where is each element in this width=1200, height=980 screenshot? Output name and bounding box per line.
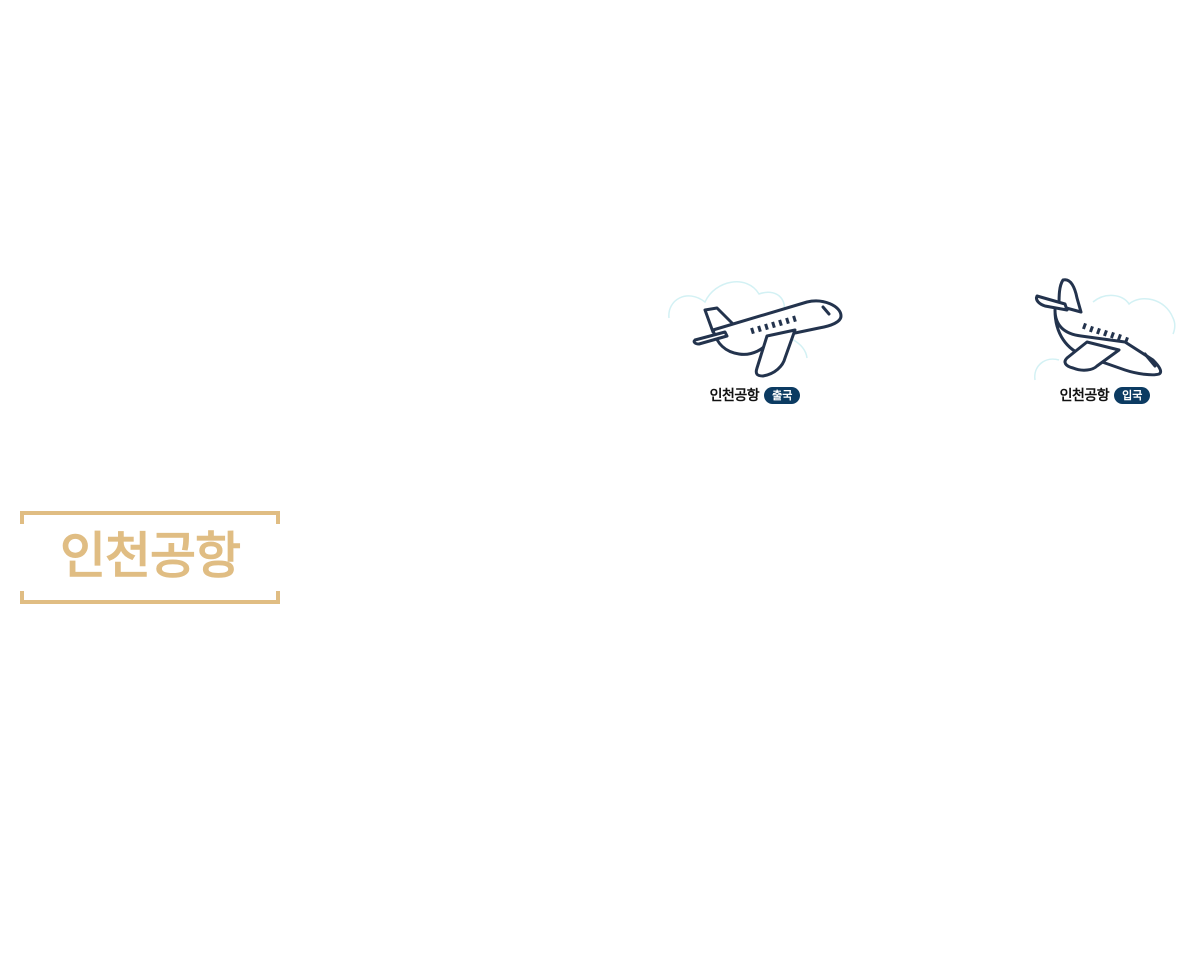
title-bracket-frame bbox=[20, 511, 280, 604]
departure-card[interactable]: 인천공항 출국 bbox=[655, 276, 855, 426]
airplane-takeoff-icon bbox=[668, 281, 843, 378]
departure-badge: 출국 bbox=[764, 386, 801, 404]
airplane-landing-icon bbox=[1034, 278, 1176, 381]
page-title: 인천공항 bbox=[60, 527, 241, 585]
card-caption: 인천공항 출국 bbox=[655, 384, 855, 406]
arrival-card[interactable]: 인천공항 입국 bbox=[1005, 276, 1200, 426]
airport-title-box: 인천공항 bbox=[20, 511, 280, 604]
card-label: 인천공항 bbox=[709, 388, 760, 404]
arrival-badge: 입국 bbox=[1114, 386, 1151, 404]
card-caption: 인천공항 입국 bbox=[1005, 384, 1200, 406]
card-label: 인천공항 bbox=[1059, 388, 1110, 404]
cloud-icon bbox=[1034, 294, 1176, 381]
